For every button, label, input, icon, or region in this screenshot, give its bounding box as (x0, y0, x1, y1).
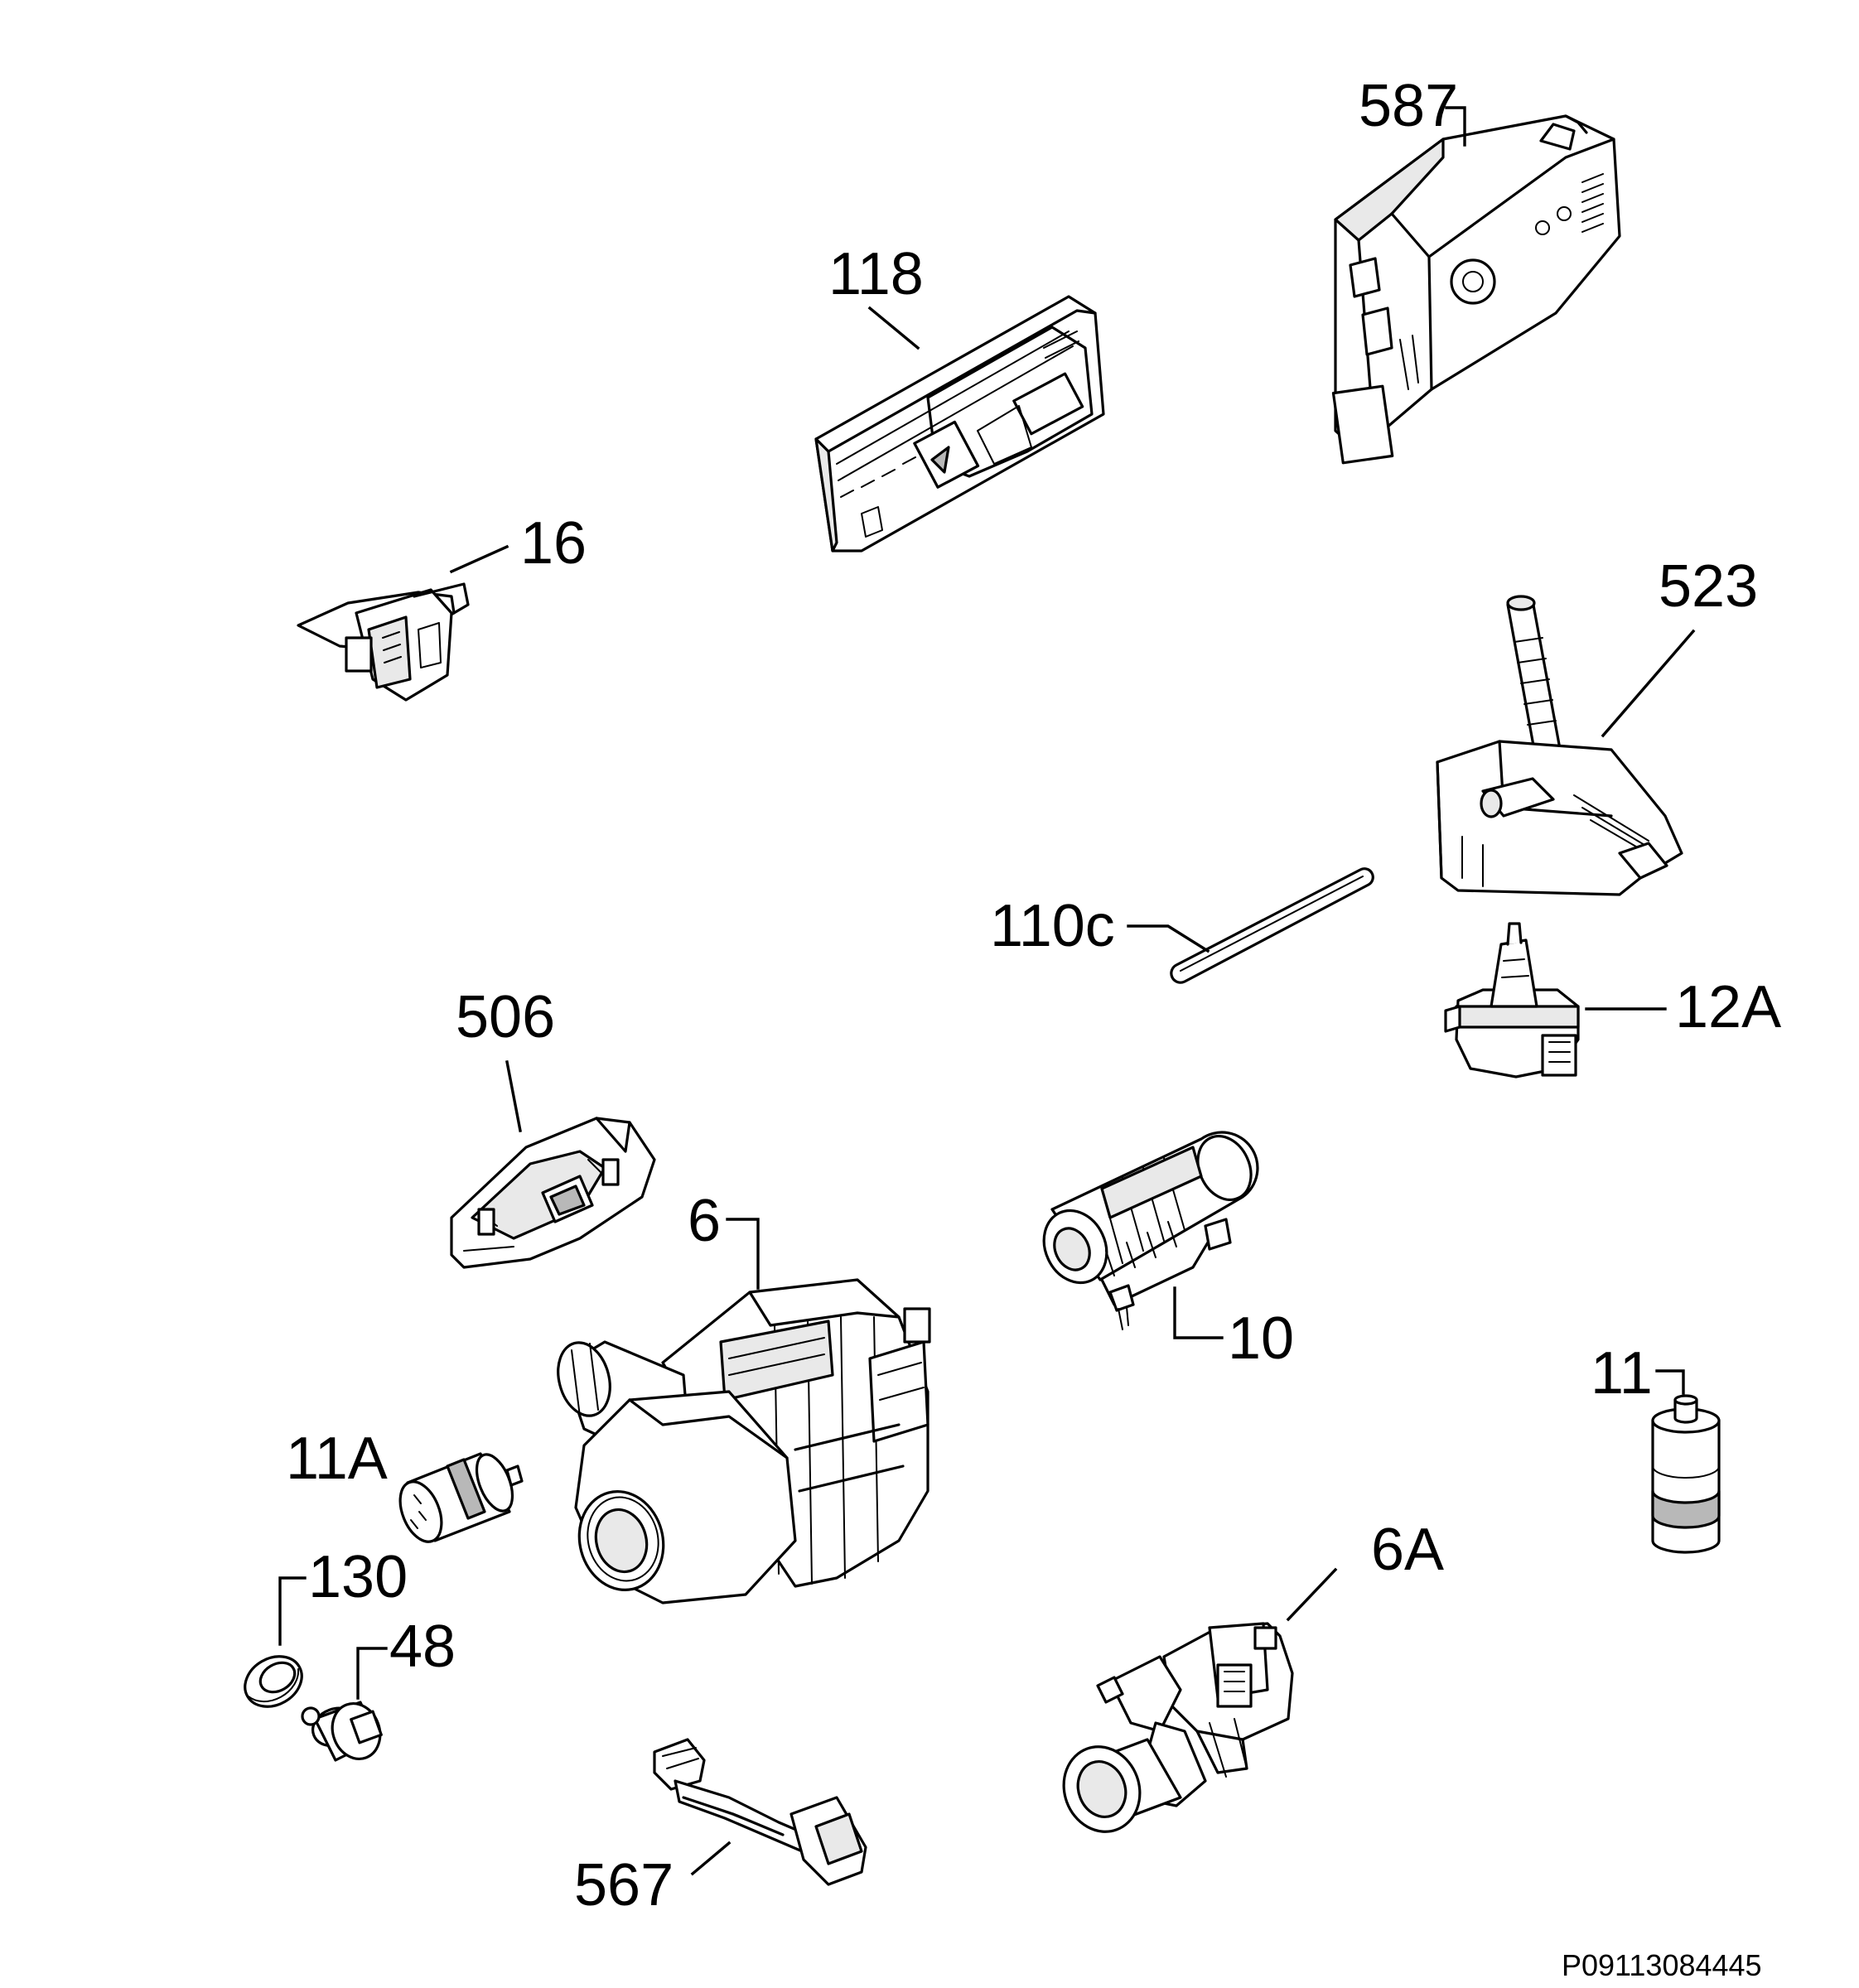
aqua-sensor-523[interactable] (1436, 595, 1683, 896)
label-110c: 110c (990, 893, 1115, 959)
cable-harness-567[interactable] (653, 1738, 867, 1886)
label-11: 11 (1591, 1340, 1653, 1407)
label-567: 567 (574, 1852, 674, 1918)
bracket-506[interactable] (450, 1117, 656, 1269)
pressure-switch-12a[interactable] (1444, 922, 1580, 1078)
label-523: 523 (1659, 553, 1758, 620)
label-587: 587 (1359, 73, 1458, 139)
hose-110c[interactable] (1170, 867, 1374, 984)
capacitor-11[interactable] (1651, 1394, 1721, 1554)
door-lock-16[interactable] (297, 582, 470, 702)
heater-10[interactable] (1032, 1127, 1261, 1330)
seal-ring-130[interactable] (236, 1647, 311, 1716)
label-16: 16 (520, 510, 587, 577)
capacitor-11a[interactable] (392, 1450, 524, 1548)
circulation-pump-6[interactable] (550, 1278, 931, 1604)
label-118: 118 (828, 241, 924, 307)
label-11a: 11A (286, 1426, 388, 1492)
label-48: 48 (389, 1614, 456, 1680)
label-12a: 12A (1675, 974, 1781, 1040)
drain-pump-6a[interactable] (1052, 1622, 1294, 1842)
label-130: 130 (308, 1544, 408, 1610)
control-module-587[interactable] (1331, 114, 1621, 465)
diagram-code: P09113084445 (1562, 1948, 1762, 1982)
plug-48[interactable] (301, 1696, 388, 1765)
label-10: 10 (1228, 1305, 1294, 1372)
label-506: 506 (456, 984, 555, 1050)
label-6: 6 (688, 1188, 721, 1254)
label-6a: 6A (1371, 1517, 1444, 1583)
user-interface-board-118[interactable] (814, 295, 1105, 552)
